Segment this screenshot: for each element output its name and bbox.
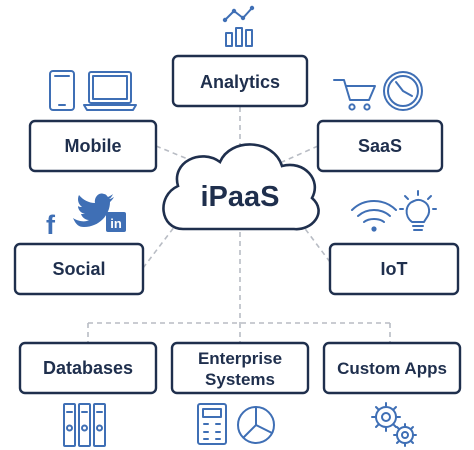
node-social: Social bbox=[13, 242, 145, 296]
connector-saas bbox=[281, 145, 319, 163]
saas-label: SaaS bbox=[358, 136, 402, 156]
shopping-cart-icon bbox=[333, 79, 376, 111]
databases-box bbox=[18, 341, 158, 395]
smartphone-icon bbox=[49, 70, 75, 111]
enterprise-systems-box bbox=[170, 341, 310, 395]
linkedin-glyph: in bbox=[110, 216, 122, 231]
custom-apps-box bbox=[322, 341, 462, 395]
mobile-label: Mobile bbox=[65, 136, 122, 156]
laptop-icon bbox=[83, 71, 137, 111]
mobile-box bbox=[28, 119, 158, 173]
clock-icon bbox=[383, 71, 423, 111]
connector-social bbox=[142, 221, 179, 269]
gears-icon bbox=[371, 402, 417, 447]
social-label: Social bbox=[52, 259, 105, 279]
cloud-icon bbox=[162, 143, 320, 231]
node-iot: IoT bbox=[328, 242, 460, 296]
analytics-label: Analytics bbox=[200, 72, 280, 92]
linkedin-icon: in bbox=[106, 212, 126, 232]
iot-box bbox=[328, 242, 460, 296]
bar-chart-with-trend-line-icon bbox=[222, 5, 255, 47]
enterprise-label-line1: Enterprise bbox=[198, 349, 282, 368]
social-box bbox=[13, 242, 145, 296]
node-databases: Databases bbox=[18, 341, 158, 395]
wifi-icon bbox=[351, 200, 397, 232]
twitter-icon bbox=[73, 193, 114, 227]
pie-chart-icon bbox=[237, 406, 275, 444]
analytics-box bbox=[171, 54, 309, 108]
databases-label: Databases bbox=[43, 358, 133, 378]
iot-label: IoT bbox=[381, 259, 408, 279]
enterprise-label-line2: Systems bbox=[205, 370, 275, 389]
saas-box bbox=[316, 119, 444, 173]
calculator-icon bbox=[197, 403, 227, 445]
binders-icon bbox=[63, 403, 106, 447]
node-enterprise-systems: Enterprise Systems bbox=[170, 341, 310, 395]
ipaas-cloud: iPaaS bbox=[162, 143, 320, 231]
node-saas: SaaS bbox=[316, 119, 444, 173]
facebook-glyph: f bbox=[46, 210, 56, 240]
light-bulb-icon bbox=[399, 190, 437, 231]
node-mobile: Mobile bbox=[28, 119, 158, 173]
facebook-icon: f bbox=[46, 210, 56, 240]
node-custom-apps: Custom Apps bbox=[322, 341, 462, 395]
node-analytics: Analytics bbox=[171, 54, 309, 108]
custom-apps-label: Custom Apps bbox=[337, 359, 447, 378]
cloud-label: iPaaS bbox=[201, 181, 280, 213]
